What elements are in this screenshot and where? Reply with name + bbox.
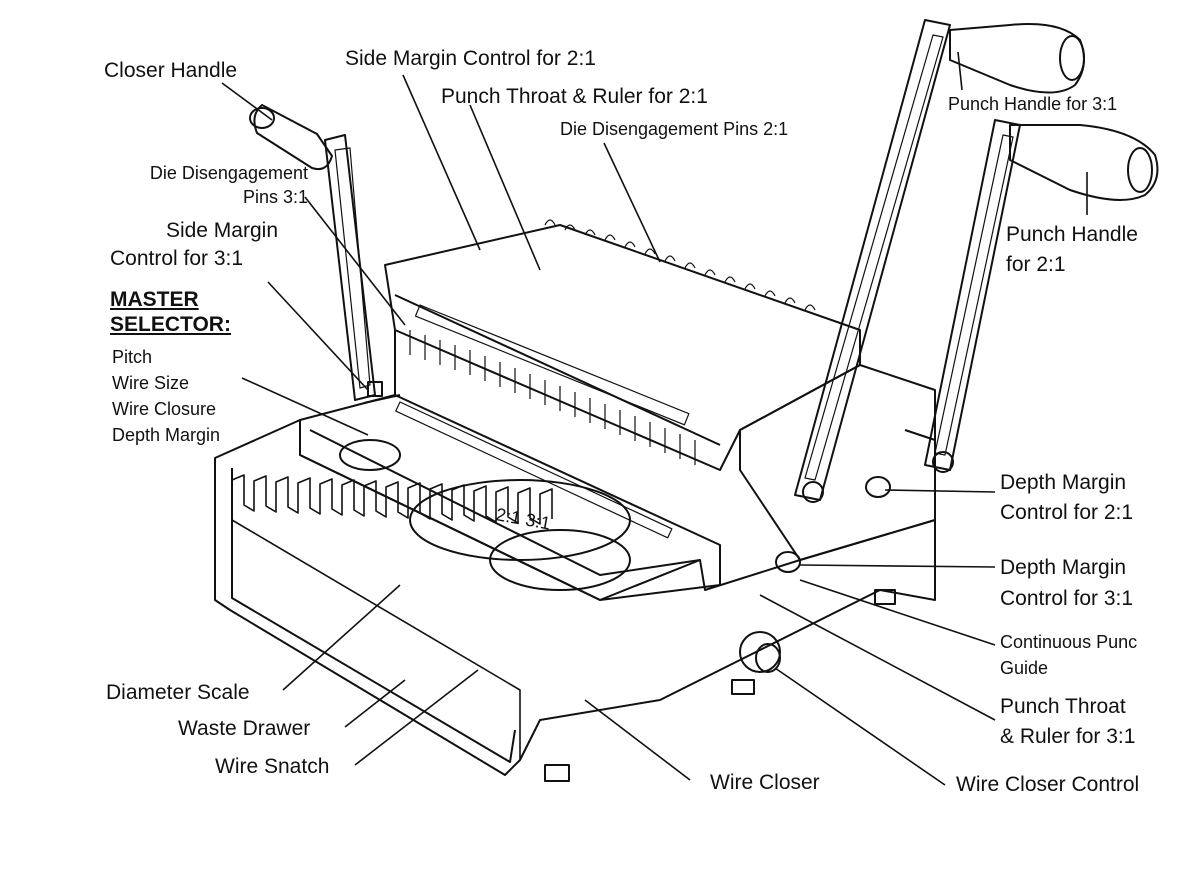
ruler-3-1 <box>395 401 673 539</box>
label-die-pins-3-1-line2: Pins 3:1 <box>242 187 308 207</box>
label-selector: SELECTOR: <box>110 313 231 336</box>
feet <box>544 589 896 782</box>
punch-handle-drawing <box>794 19 1159 503</box>
label-wire-closer: Wire Closer <box>710 771 820 794</box>
machine-ratio-text: 2:1 3:1 <box>494 504 552 533</box>
leader-die-pins-3-1 <box>304 196 406 326</box>
label-side-margin-3-1-line2: Control for 3:1 <box>110 247 244 270</box>
leader-side-margin-3-1 <box>267 281 369 391</box>
die-pins-2-1 <box>544 219 816 311</box>
label-diameter-scale: Diameter Scale <box>106 681 250 704</box>
label-wire-closure: Wire Closure <box>112 399 217 419</box>
upper-head <box>384 224 861 471</box>
die-pins-3-1 <box>409 330 696 465</box>
label-punch-throat-3-1-line1: Punch Throat <box>1000 695 1126 718</box>
label-die-pins-3-1-line1: Die Disengagement <box>149 163 308 183</box>
lower-body <box>299 394 721 601</box>
leader-depth-margin-3-1 <box>799 564 996 568</box>
leader-punch-handle-3-1 <box>957 51 963 91</box>
label-punch-handle-2-1-line2: for 2:1 <box>1006 253 1066 276</box>
leader-diameter-scale <box>282 584 401 691</box>
leader-wire-closer-control <box>774 667 946 786</box>
leader-continuous-guide <box>799 579 996 646</box>
leader-lines <box>221 51 1088 786</box>
leader-punch-throat-3-1 <box>759 594 996 721</box>
label-depth-margin-3-1-line2: Control for 3:1 <box>1000 587 1134 610</box>
label-master: MASTER <box>110 288 199 311</box>
label-continuous-guide-line1: Continuous Punc <box>1000 632 1138 652</box>
leader-die-pins-2-1 <box>603 142 661 263</box>
label-wire-size: Wire Size <box>112 373 190 393</box>
waste-drawer-comb <box>231 474 553 760</box>
closer-handle-drawing <box>249 104 376 401</box>
label-punch-handle-2-1-line1: Punch Handle <box>1006 223 1138 246</box>
label-depth-margin-2-1-line1: Depth Margin <box>1000 471 1127 494</box>
leader-wire-snatch <box>354 669 479 766</box>
label-punch-throat-2-1: Punch Throat & Ruler for 2:1 <box>441 85 708 108</box>
label-punch-throat-3-1-line2: & Ruler for 3:1 <box>1000 725 1136 748</box>
label-wire-closer-control: Wire Closer Control <box>956 773 1140 796</box>
label-side-margin-2-1: Side Margin Control for 2:1 <box>345 47 596 70</box>
label-depth-margin-2-1-line2: Control for 2:1 <box>1000 501 1134 524</box>
label-depth-margin-3-1-line1: Depth Margin <box>1000 556 1127 579</box>
leader-wire-closer <box>584 699 691 781</box>
leader-waste-drawer <box>344 679 406 728</box>
leader-side-margin-2-1 <box>402 74 481 251</box>
leader-depth-margin-2-1 <box>884 489 996 493</box>
leader-punch-throat-2-1 <box>469 104 541 271</box>
label-die-pins-2-1: Die Disengagement Pins 2:1 <box>560 119 789 139</box>
leader-master-selector <box>241 377 369 436</box>
label-side-margin-3-1-line1: Side Margin <box>165 219 278 242</box>
label-pitch: Pitch <box>112 347 153 367</box>
label-wire-snatch: Wire Snatch <box>215 755 330 778</box>
side-housing <box>739 364 936 561</box>
label-continuous-guide-line2: Guide <box>1000 658 1049 678</box>
label-depth-margin: Depth Margin <box>112 425 221 445</box>
leader-closer-handle <box>221 82 273 121</box>
label-waste-drawer: Waste Drawer <box>178 717 311 740</box>
label-closer-handle: Closer Handle <box>104 59 238 82</box>
label-punch-handle-3-1: Punch Handle for 3:1 <box>948 94 1118 114</box>
knobs <box>739 429 936 673</box>
